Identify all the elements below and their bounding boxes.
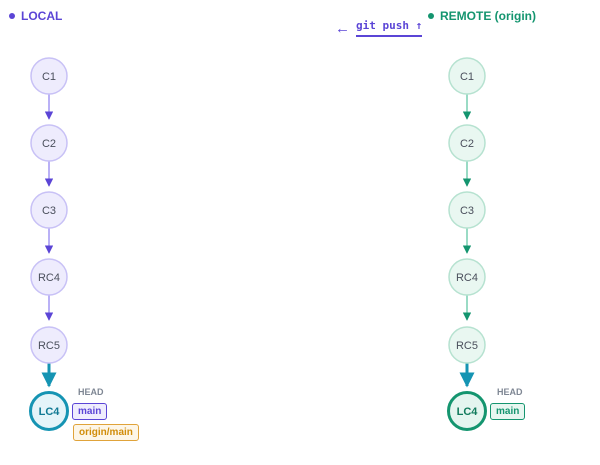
remote-commit-c2-label: C2: [460, 138, 474, 150]
local-title-text: LOCAL: [21, 9, 63, 23]
git-push-label: ← git push ↑: [335, 19, 423, 37]
local-commit-c2[interactable]: C2: [30, 124, 68, 162]
remote-commit-rc5[interactable]: RC5: [448, 326, 486, 364]
local-origin-main-tag[interactable]: origin/main: [73, 424, 139, 441]
remote-dot-icon: [428, 13, 434, 19]
remote-commit-lc4[interactable]: LC4: [447, 391, 487, 431]
local-head-label: HEAD: [78, 387, 104, 397]
local-commit-rc4-label: RC4: [38, 272, 60, 284]
local-main-branch-tag[interactable]: main: [72, 403, 108, 420]
local-commit-c2-label: C2: [42, 138, 56, 150]
remote-commit-c3-label: C3: [460, 205, 474, 217]
remote-commit-lc4-label: LC4: [457, 406, 479, 418]
local-column-title: LOCAL: [9, 9, 62, 23]
remote-commit-c2[interactable]: C2: [448, 124, 486, 162]
local-commit-rc5-label: RC5: [38, 340, 60, 352]
remote-head-label: HEAD: [497, 387, 523, 397]
remote-commit-c1[interactable]: C1: [448, 57, 486, 95]
remote-commit-rc4[interactable]: RC4: [448, 258, 486, 296]
remote-title-text: REMOTE (origin): [440, 9, 536, 23]
remote-commit-rc5-label: RC5: [456, 340, 478, 352]
local-commit-c3-label: C3: [42, 205, 56, 217]
git-push-text: git push: [356, 19, 409, 32]
left-arrow-icon: ←: [335, 19, 350, 37]
local-commit-lc4-label: LC4: [39, 406, 61, 418]
remote-commit-c1-label: C1: [460, 71, 474, 83]
local-commit-lc4[interactable]: LC4: [29, 391, 69, 431]
remote-commit-c3[interactable]: C3: [448, 191, 486, 229]
remote-main-branch-tag[interactable]: main: [490, 403, 526, 420]
local-commit-c1[interactable]: C1: [30, 57, 68, 95]
local-commit-rc5[interactable]: RC5: [30, 326, 68, 364]
local-commit-c3[interactable]: C3: [30, 191, 68, 229]
remote-commit-rc4-label: RC4: [456, 272, 478, 284]
local-dot-icon: [9, 13, 15, 19]
up-arrow-icon: ↑: [415, 19, 423, 32]
git-push-command: git push ↑: [356, 19, 423, 37]
remote-column-title: REMOTE (origin): [428, 9, 536, 23]
local-commit-c1-label: C1: [42, 71, 56, 83]
local-commit-rc4[interactable]: RC4: [30, 258, 68, 296]
